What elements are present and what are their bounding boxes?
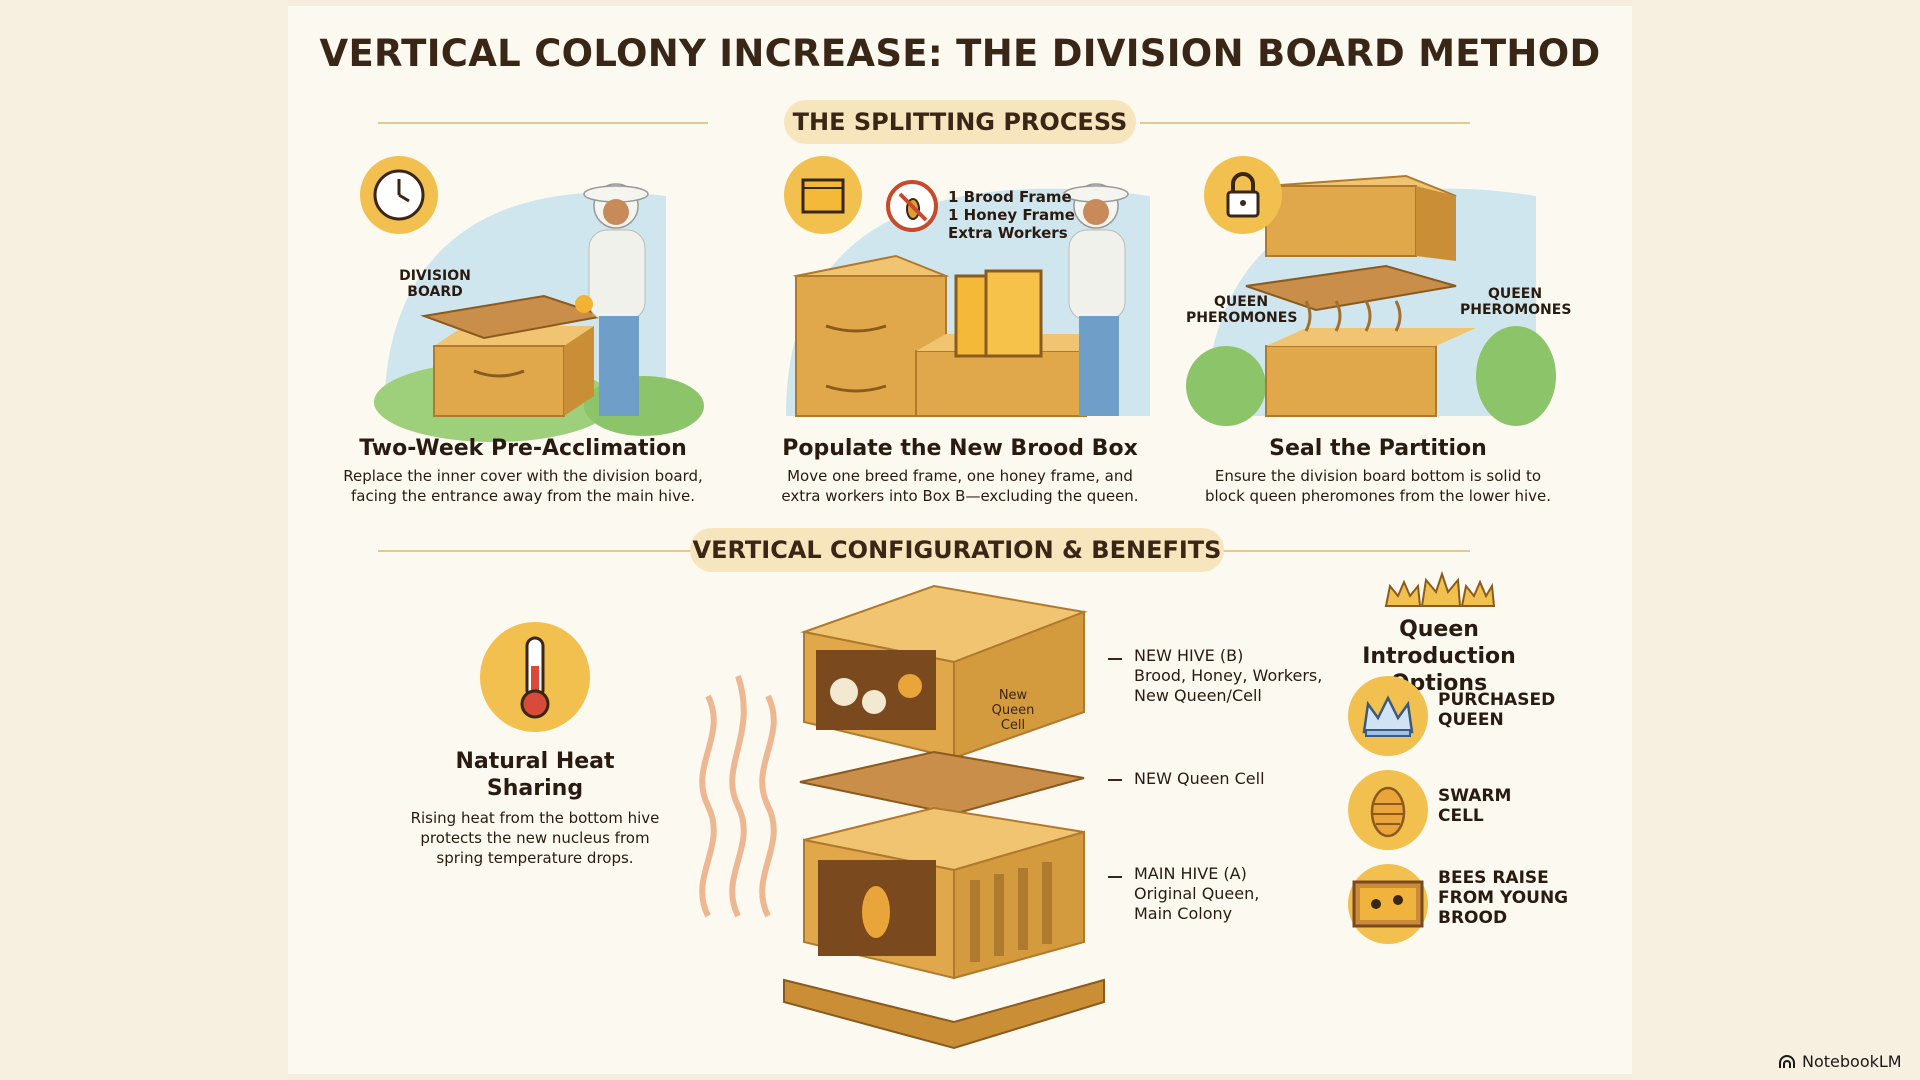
board-callout: NEW Queen Cell xyxy=(1134,769,1265,788)
heat-title: Natural Heat Sharing xyxy=(455,749,615,801)
infographic-panel: VERTICAL COLONY INCREASE: THE DIVISION B… xyxy=(288,6,1632,1074)
no-queen-icon xyxy=(886,180,938,232)
pheromones-label-right: QUEEN PHEROMONES xyxy=(1460,286,1572,318)
frame-icon xyxy=(784,156,862,234)
new-hive-callout: NEW HIVE (B) Brood, Honey, Workers, New … xyxy=(1134,646,1323,705)
section-header-process: THE SPLITTING PROCESS xyxy=(784,100,1136,144)
right-margin xyxy=(1632,0,1920,1080)
step3-illustration xyxy=(1186,174,1556,426)
crown-icon xyxy=(1348,676,1428,756)
section-header-config: VERTICAL CONFIGURATION & BENEFITS xyxy=(690,528,1224,572)
callout-line-a xyxy=(1108,876,1122,878)
brand-badge: NotebookLM xyxy=(1778,1052,1902,1071)
step2-title: Populate the New Brood Box xyxy=(782,436,1138,461)
new-queen-cell-badge: New Queen Cell xyxy=(991,688,1035,733)
crowns-icon xyxy=(1384,570,1496,607)
section-rule-right xyxy=(1140,122,1470,124)
step2-illustration xyxy=(786,183,1150,417)
step2-frame-labels: 1 Brood Frame 1 Honey Frame Extra Worker… xyxy=(948,188,1075,242)
main-hive-callout: MAIN HIVE (A) Original Queen, Main Colon… xyxy=(1134,864,1260,923)
stacked-hive-illustration xyxy=(783,584,1105,1050)
step3-description: Ensure the division board bottom is soli… xyxy=(1204,467,1552,505)
callout-line-board xyxy=(1108,779,1122,781)
brand-label: NotebookLM xyxy=(1802,1052,1902,1071)
division-board-label: DIVISION BOARD xyxy=(399,268,471,300)
clock-icon xyxy=(360,156,438,234)
option-swarm-cell: SWARM CELL xyxy=(1438,786,1512,826)
thermometer-icon xyxy=(480,622,590,732)
callout-line-b xyxy=(1108,658,1122,660)
lock-icon xyxy=(1204,156,1282,234)
queen-options-title: Queen Introduction Options xyxy=(1362,617,1516,696)
swarm-cell-icon xyxy=(1348,770,1428,850)
option-purchased-queen: PURCHASED QUEEN xyxy=(1438,690,1556,730)
heat-waves xyxy=(699,675,777,918)
step2-description: Move one breed frame, one honey frame, a… xyxy=(781,467,1139,505)
pheromones-label-left: QUEEN PHEROMONES xyxy=(1186,294,1298,326)
left-margin xyxy=(0,0,288,1080)
step3-title: Seal the Partition xyxy=(1269,436,1487,461)
step1-illustration xyxy=(374,183,704,442)
notebooklm-icon xyxy=(1779,1054,1795,1068)
page-title: VERTICAL COLONY INCREASE: THE DIVISION B… xyxy=(319,32,1601,75)
section-rule-left xyxy=(378,122,708,124)
step1-description: Replace the inner cover with the divisio… xyxy=(343,467,703,505)
option-bees-raise: BEES RAISE FROM YOUNG BROOD xyxy=(1438,868,1569,928)
section-rule-right-2 xyxy=(1220,550,1470,552)
step1-title: Two-Week Pre-Acclimation xyxy=(359,436,687,461)
brood-frame-icon xyxy=(1348,864,1428,944)
section-rule-left-2 xyxy=(378,550,698,552)
heat-description: Rising heat from the bottom hive protect… xyxy=(410,809,660,867)
